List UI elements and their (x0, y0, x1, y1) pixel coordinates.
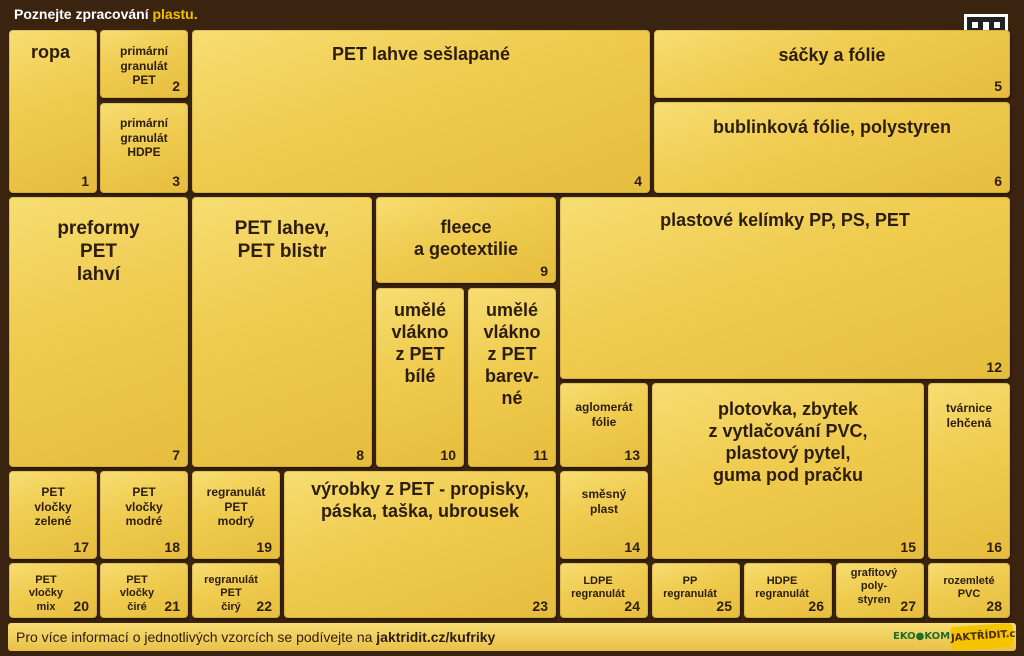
sample-label: LDPE regranulát (571, 575, 625, 601)
sample-cell-22[interactable]: regranulát PET čirý 22 (192, 563, 280, 618)
sample-cell-11[interactable]: umělé vlákno z PET barev- né 11 (468, 288, 556, 467)
sample-number: 21 (164, 598, 180, 614)
sample-cell-1[interactable]: ropa 1 (9, 30, 97, 193)
sample-label: PET lahve sešlapané (331, 44, 511, 64)
sample-label: HDPE regranulát (755, 575, 809, 601)
sample-label: bublinková fólie, polystyren (712, 117, 952, 137)
sample-cell-14[interactable]: směsný plast 14 (560, 471, 648, 559)
sample-label: tvárnice lehčená (945, 401, 993, 430)
footer-link[interactable]: jaktridit.cz/kufriky (376, 629, 496, 645)
sample-label: PET vločky mix (28, 574, 64, 613)
page-title: Poznejte zpracování plastu. (14, 6, 198, 26)
sample-label: plotovka, zbytek z vytlačování PVC, plas… (708, 399, 868, 485)
sample-cell-5[interactable]: sáčky a fólie 5 (654, 30, 1010, 98)
sample-cell-10[interactable]: umělé vlákno z PET bílé 10 (376, 288, 464, 467)
ekokom-logo: EKO●KOM (893, 631, 951, 642)
sample-label: fleece a geotextilie (413, 217, 519, 259)
sample-number: 2 (172, 78, 180, 94)
sample-label: ropa (31, 42, 71, 62)
sample-number: 5 (994, 78, 1002, 94)
sample-number: 8 (356, 447, 364, 463)
sample-number: 9 (540, 263, 548, 279)
sample-cell-20[interactable]: PET vločky mix 20 (9, 563, 97, 618)
sample-cell-9[interactable]: fleece a geotextilie 9 (376, 197, 556, 283)
sample-cell-7[interactable]: preformy PET lahví 7 (9, 197, 188, 467)
sample-label: PET lahev, PET blistr (234, 218, 330, 263)
sample-label: grafitový poly- styren (850, 567, 898, 606)
sample-cell-27[interactable]: grafitový poly- styren 27 (836, 563, 924, 618)
sample-cell-17[interactable]: PET vločky zelené 17 (9, 471, 97, 559)
sample-label: regranulát PET modrý (206, 485, 266, 529)
sample-label: preformy PET lahví (57, 218, 140, 286)
sample-cell-26[interactable]: HDPE regranulát 26 (744, 563, 832, 618)
sample-label: PP regranulát (663, 575, 717, 601)
sample-number: 24 (624, 598, 640, 614)
sample-label: směsný plast (581, 487, 627, 516)
sample-number: 23 (532, 598, 548, 614)
sample-number: 11 (533, 447, 548, 463)
footer-text: Pro více informací o jednotlivých vzorcí… (16, 629, 377, 645)
sample-cell-24[interactable]: LDPE regranulát 24 (560, 563, 648, 618)
sample-label: regranulát PET čirý (204, 574, 258, 613)
sample-label: PET vločky zelené (34, 485, 72, 529)
sample-cell-28[interactable]: rozemleté PVC 28 (928, 563, 1010, 618)
sample-cell-3[interactable]: primární granulát HDPE 3 (100, 103, 188, 193)
sample-label: plastové kelímky PP, PS, PET (660, 210, 910, 230)
sample-number: 28 (986, 598, 1002, 614)
sample-number: 1 (81, 173, 89, 189)
sample-number: 16 (986, 539, 1002, 555)
sample-label: rozemleté PVC (943, 575, 995, 601)
sample-cell-19[interactable]: regranulát PET modrý 19 (192, 471, 280, 559)
sample-cell-13[interactable]: aglomerát fólie 13 (560, 383, 648, 467)
sample-label: aglomerát fólie (575, 400, 633, 429)
sample-label: PET vločky modré (125, 485, 163, 529)
sample-cell-18[interactable]: PET vločky modré 18 (100, 471, 188, 559)
sample-number: 10 (440, 447, 456, 463)
sample-cell-25[interactable]: PP regranulát 25 (652, 563, 740, 618)
sample-number: 26 (808, 598, 824, 614)
sample-number: 6 (994, 173, 1002, 189)
sample-number: 12 (986, 359, 1002, 375)
sample-label: sáčky a fólie (778, 45, 886, 65)
sample-label: primární granulát HDPE (119, 116, 168, 160)
sample-number: 14 (624, 539, 640, 555)
sample-number: 25 (716, 598, 732, 614)
sample-cell-23[interactable]: výrobky z PET - propisky, páska, taška, … (284, 471, 556, 618)
title-text: Poznejte zpracování (14, 6, 153, 22)
sample-cell-6[interactable]: bublinková fólie, polystyren 6 (654, 102, 1010, 193)
sample-cell-12[interactable]: plastové kelímky PP, PS, PET 12 (560, 197, 1010, 379)
sample-label: umělé vlákno z PET barev- né (483, 300, 541, 408)
sample-number: 4 (634, 173, 642, 189)
sample-number: 18 (164, 539, 180, 555)
jaktridit-logo: JAKTŘÍDIT.cz (950, 622, 1022, 652)
sample-cell-15[interactable]: plotovka, zbytek z vytlačování PVC, plas… (652, 383, 924, 559)
sample-label: primární granulát PET (119, 44, 168, 88)
sample-number: 7 (172, 447, 180, 463)
sample-number: 22 (256, 598, 272, 614)
sample-number: 3 (172, 173, 180, 189)
sample-number: 27 (900, 598, 916, 614)
sample-number: 19 (256, 539, 272, 555)
sample-cell-4[interactable]: PET lahve sešlapané 4 (192, 30, 650, 193)
sample-cell-8[interactable]: PET lahev, PET blistr 8 (192, 197, 372, 467)
sample-cell-2[interactable]: primární granulát PET 2 (100, 30, 188, 98)
sample-cell-16[interactable]: tvárnice lehčená 16 (928, 383, 1010, 559)
sample-label: umělé vlákno z PET bílé (391, 300, 449, 386)
sample-cell-21[interactable]: PET vločky čiré 21 (100, 563, 188, 618)
sample-label: PET vločky čiré (119, 574, 155, 613)
sample-number: 13 (624, 447, 640, 463)
info-footer: Pro více informací o jednotlivých vzorcí… (8, 623, 1016, 651)
sample-number: 20 (73, 598, 89, 614)
sample-number: 17 (73, 539, 89, 555)
sample-label: výrobky z PET - propisky, páska, taška, … (311, 479, 529, 521)
title-accent: plastu. (152, 6, 198, 22)
sample-number: 15 (900, 539, 916, 555)
